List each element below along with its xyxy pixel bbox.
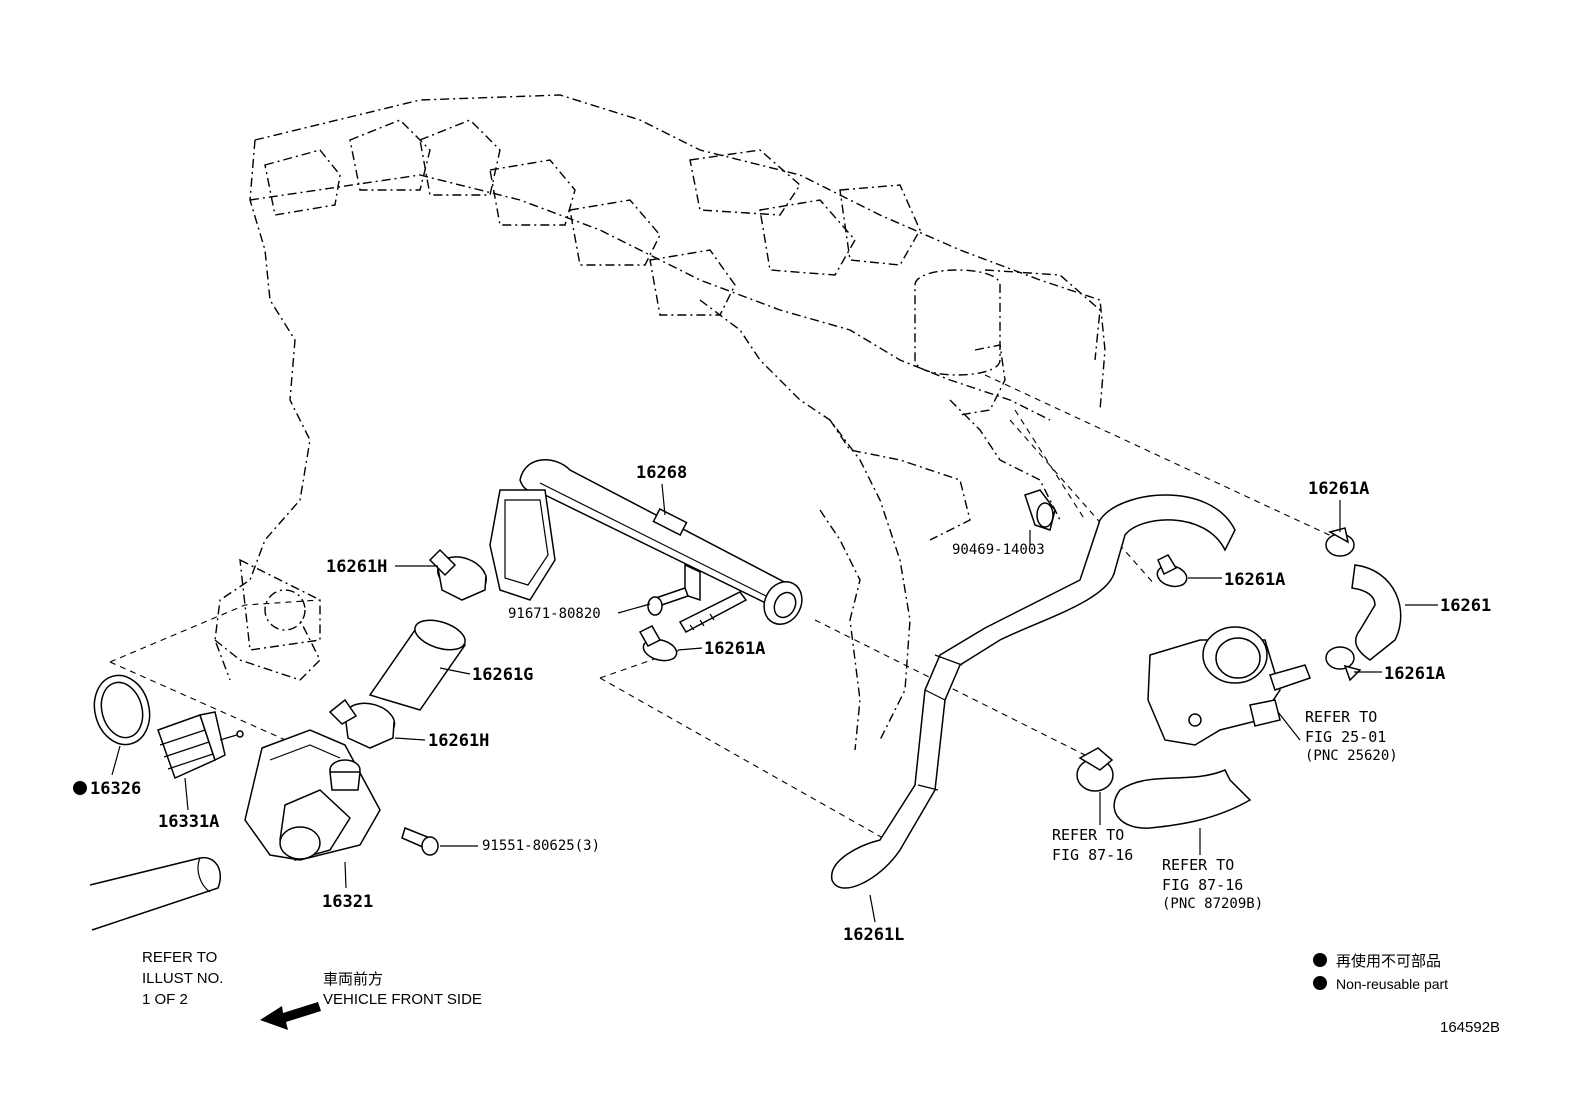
non-reusable-bullet-icon	[73, 781, 87, 795]
bolt-91671-80820[interactable]	[647, 587, 689, 616]
hose-clamp-90469-14003[interactable]	[1024, 489, 1056, 531]
thermostat-16331A[interactable]	[157, 711, 244, 780]
water-pipe-16268[interactable]	[489, 459, 809, 633]
svg-text:(PNC 25620): (PNC 25620)	[1305, 748, 1398, 764]
vehicle-front-indicator: 車両前方 VEHICLE FRONT SIDE	[260, 971, 482, 1030]
hose-clamp-16261A-right-bottom[interactable]	[1325, 646, 1362, 682]
svg-text:REFER TO: REFER TO	[1052, 826, 1124, 844]
legend-jp: 再使用不可部品	[1336, 953, 1441, 970]
svg-text:FIG 87-16: FIG 87-16	[1162, 876, 1243, 894]
legend-en: Non-reusable part	[1336, 976, 1448, 992]
svg-text:1 OF 2: 1 OF 2	[142, 991, 188, 1008]
label-16261H-top: 16261H	[326, 557, 387, 577]
svg-text:ILLUST NO.: ILLUST NO.	[142, 970, 223, 987]
ref-illust-no-1: REFER TO ILLUST NO. 1 OF 2	[142, 949, 223, 1008]
label-16261: 16261	[1440, 596, 1491, 616]
legend-bullet-icon	[1313, 976, 1327, 990]
ref-fig-87-16-a: REFER TO FIG 87-16	[1052, 826, 1133, 864]
hose-clamp-16261H-top[interactable]	[428, 548, 491, 601]
svg-text:FIG 87-16: FIG 87-16	[1052, 846, 1133, 864]
svg-text:REFER TO: REFER TO	[1305, 708, 1377, 726]
hose-clamp-16261H-bottom[interactable]	[328, 698, 398, 749]
hose-clamp-16261A-right-top[interactable]	[1325, 527, 1355, 557]
hose-ref-87-16-b	[1113, 769, 1252, 829]
hose-clamp-16261A-upper[interactable]	[1155, 554, 1189, 590]
label-16321: 16321	[322, 892, 373, 912]
label-16261A-right-bottom: 16261A	[1384, 664, 1445, 684]
hose-clamp-16261A-mid[interactable]	[638, 625, 679, 664]
label-16261H-bottom: 16261H	[428, 731, 489, 751]
label-16261G: 16261G	[472, 665, 533, 685]
label-90469-14003: 90469-14003	[952, 542, 1045, 558]
label-16261A-upper: 16261A	[1224, 570, 1285, 590]
throttle-body-ref	[1147, 626, 1311, 746]
engine-outline	[214, 94, 1106, 751]
svg-text:FIG 25-01: FIG 25-01	[1305, 728, 1386, 746]
label-16326: 16326	[90, 779, 141, 799]
vehicle-front-en: VEHICLE FRONT SIDE	[323, 991, 482, 1008]
legend-bullet-icon	[1313, 953, 1327, 967]
label-16331A: 16331A	[158, 812, 219, 832]
svg-text:REFER TO: REFER TO	[142, 949, 217, 966]
leader-lines	[111, 483, 1438, 923]
front-direction-arrow-icon	[260, 1002, 321, 1030]
hose-to-illust-1	[89, 856, 221, 931]
hose-16261L[interactable]	[831, 494, 1236, 889]
label-91551-80625: 91551-80625(3)	[482, 838, 600, 854]
gasket-16326[interactable]	[87, 669, 157, 751]
svg-text:(PNC 87209B): (PNC 87209B)	[1162, 896, 1263, 912]
hose-16261[interactable]	[1351, 564, 1402, 661]
label-16261A-right-top: 16261A	[1308, 479, 1369, 499]
legend: 再使用不可部品 Non-reusable part	[1313, 953, 1448, 992]
ref-fig-25-01: REFER TO FIG 25-01 (PNC 25620)	[1305, 708, 1398, 764]
illustration-number: 164592B	[1440, 1019, 1500, 1036]
hose-16261G[interactable]	[368, 615, 469, 711]
water-inlet-16321[interactable]	[244, 729, 439, 861]
ref-fig-87-16-b: REFER TO FIG 87-16 (PNC 87209B)	[1162, 856, 1263, 912]
hose-ref-87-16-a	[1076, 747, 1114, 792]
svg-text:REFER TO: REFER TO	[1162, 856, 1234, 874]
label-16261A-mid: 16261A	[704, 639, 765, 659]
vehicle-front-jp: 車両前方	[323, 971, 383, 988]
label-16261L: 16261L	[843, 925, 904, 945]
label-16268: 16268	[636, 463, 687, 483]
label-91671-80820: 91671-80820	[508, 606, 601, 622]
